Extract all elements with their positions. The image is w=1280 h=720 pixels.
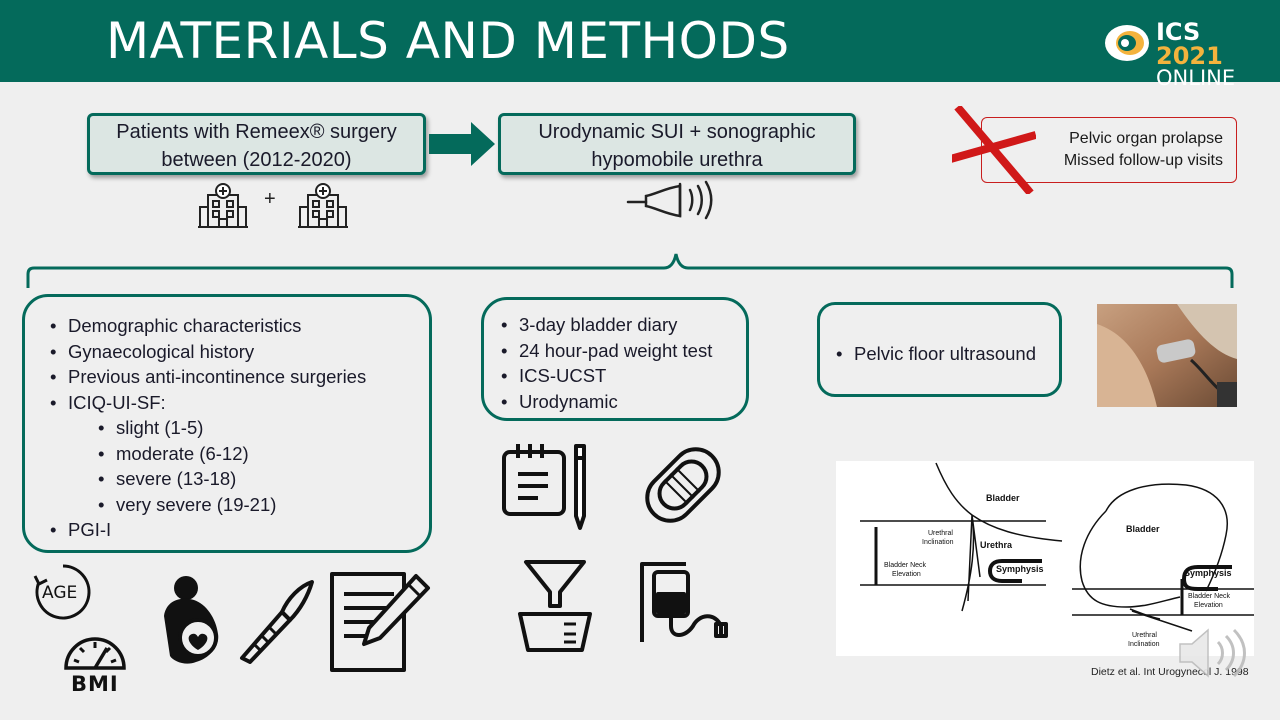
diagram-label-bladder-neck: Bladder Neck <box>884 562 927 569</box>
assessment-box-left: Demographic characteristics Gynaecologic… <box>22 294 432 553</box>
patients-box-line2: between (2012-2020) <box>161 149 352 171</box>
urodynamic-iv-icon <box>640 562 728 642</box>
uroflow-funnel-icon <box>518 560 592 652</box>
list-item: PGI-I <box>46 517 429 543</box>
hospital-icon <box>198 183 248 228</box>
urodynamic-box-line1: Urodynamic SUI + sonographic <box>538 121 816 143</box>
age-label: AGE <box>42 583 78 603</box>
list-item: Gynaecological history <box>46 339 429 365</box>
diagram-label-urethral: Urethral <box>1132 632 1157 639</box>
exclusion-criteria-box: Pelvic organ prolapse Missed follow-up v… <box>981 117 1237 183</box>
header-bar: MATERIALS AND METHODS ICS 2021 ONLINE <box>0 0 1280 89</box>
ultrasound-probe-icon <box>626 180 713 220</box>
diagram-label-symphysis: Symphysis <box>1184 568 1232 578</box>
surgery-history-document-icon <box>330 572 430 672</box>
bracket-divider <box>26 253 1234 288</box>
list-item: 3-day bladder diary <box>497 312 746 338</box>
logo-ics: ICS <box>1156 18 1201 46</box>
list-subitem: slight (1-5) <box>94 415 429 441</box>
logo-year: 2021 <box>1156 42 1223 70</box>
speaker-icon[interactable] <box>1176 624 1256 682</box>
patients-box: Patients with Remeex® surgery between (2… <box>87 113 426 175</box>
red-cross-icon <box>952 106 1036 194</box>
logo-online: ONLINE <box>1156 66 1236 90</box>
citation-text: Dietz et al. Int Urogynecol J. 1998 <box>1091 666 1249 678</box>
gynaecology-icon <box>164 576 219 664</box>
urodynamic-box: Urodynamic SUI + sonographic hypomobile … <box>498 113 856 175</box>
list-item: Urodynamic <box>497 389 746 415</box>
hospital-icon <box>298 183 348 228</box>
list-item: ICIQ-UI-SF: <box>46 390 429 416</box>
scalpel-icon <box>240 580 314 664</box>
assessment-box-right: Pelvic floor ultrasound <box>817 302 1062 397</box>
page-title: MATERIALS AND METHODS <box>106 12 790 70</box>
list-item: Pelvic floor ultrasound <box>832 341 1059 367</box>
ics-logo-icon <box>1105 25 1149 61</box>
list-subitem: severe (13-18) <box>94 466 429 492</box>
plus-sign: + <box>264 188 276 210</box>
diagram-label-urethral: Urethral <box>928 530 953 537</box>
list-item: Demographic characteristics <box>46 313 429 339</box>
assessment-box-middle: 3-day bladder diary 24 hour-pad weight t… <box>481 297 749 421</box>
diagram-label-urethra: Urethra <box>980 540 1013 550</box>
age-icon <box>33 564 91 620</box>
list-item: ICS-UCST <box>497 363 746 389</box>
diagram-label-inclination: Inclination <box>922 539 954 546</box>
urodynamic-box-line2: hypomobile urethra <box>591 149 763 171</box>
arrow-right-icon <box>429 122 495 166</box>
ultrasound-exam-photo <box>1097 304 1237 407</box>
logo-text: ICS 2021 ONLINE <box>1156 20 1264 89</box>
list-subitem: moderate (6-12) <box>94 441 429 467</box>
exclusion-item-missed-visits: Missed follow-up visits <box>1063 152 1223 169</box>
diagram-label-elevation: Elevation <box>892 571 921 578</box>
pelvic-ultrasound-diagram: Bladder Urethral Inclination Urethra Bla… <box>836 461 1254 656</box>
diagram-label-bladder: Bladder <box>1126 524 1160 534</box>
diagram-label-symphysis: Symphysis <box>996 564 1044 574</box>
patients-box-line1: Patients with Remeex® surgery <box>116 121 397 143</box>
bladder-diary-icon <box>502 444 586 530</box>
diagram-label-bladder: Bladder <box>986 493 1020 503</box>
list-item: Previous anti-incontinence surgeries <box>46 364 429 390</box>
list-item: 24 hour-pad weight test <box>497 338 746 364</box>
bmi-gauge-icon <box>64 637 126 670</box>
pad-icon <box>645 447 721 523</box>
diagram-label-elevation: Elevation <box>1194 602 1223 609</box>
list-subitem: very severe (19-21) <box>94 492 429 518</box>
bmi-label: BMI <box>71 672 119 696</box>
exclusion-item-prolapse: Pelvic organ prolapse <box>1069 130 1223 147</box>
ics-logo: ICS 2021 ONLINE <box>1104 20 1264 89</box>
diagram-label-bladder-neck: Bladder Neck <box>1188 593 1231 600</box>
diagram-label-inclination: Inclination <box>1128 641 1160 648</box>
